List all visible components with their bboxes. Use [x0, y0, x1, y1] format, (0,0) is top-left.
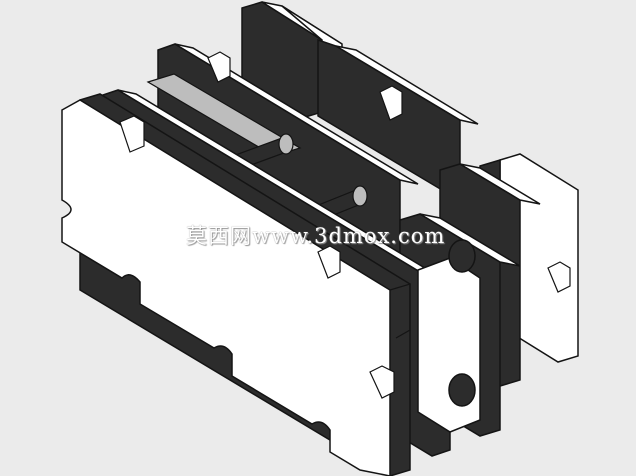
- rods: [146, 73, 368, 227]
- site-watermark: 莫西网www.3dmox.com: [186, 224, 446, 248]
- front-plate: [61, 93, 411, 476]
- plate-notches: [119, 51, 571, 399]
